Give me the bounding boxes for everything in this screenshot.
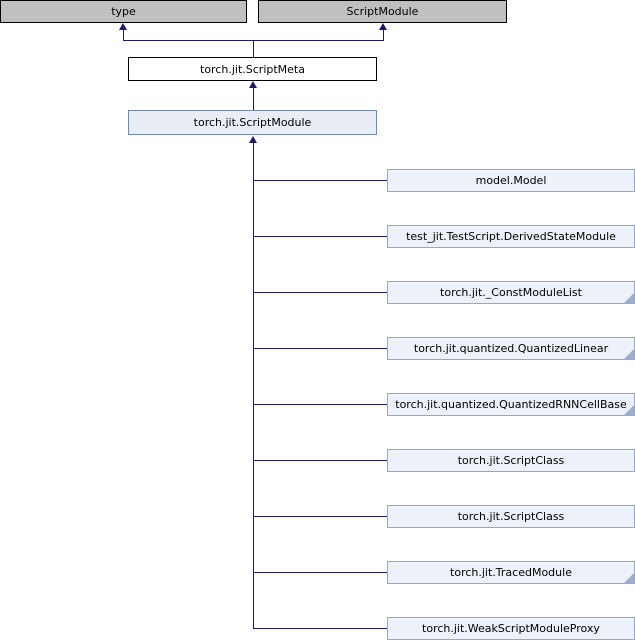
- inheritance-edge: [253, 236, 387, 237]
- derived-class-label: torch.jit._ConstModuleList: [440, 286, 582, 299]
- derived-class-label: torch.jit.quantized.QuantizedRNNCellBase: [395, 398, 627, 411]
- arrowhead-icon: [119, 23, 127, 30]
- base-class-node-type: type: [0, 0, 247, 23]
- inheritance-edge: [253, 292, 387, 293]
- inheritance-edge: [123, 28, 124, 41]
- class-label: torch.jit.ScriptMeta: [200, 62, 305, 76]
- derived-class-node[interactable]: torch.jit.TracedModule: [387, 561, 635, 584]
- inheritance-trunk-edge: [253, 141, 254, 629]
- class-node-scriptmeta[interactable]: torch.jit.ScriptMeta: [128, 57, 377, 81]
- derived-class-node[interactable]: torch.jit.quantized.QuantizedRNNCellBase: [387, 393, 635, 416]
- base-class-label: type: [111, 5, 136, 18]
- inheritance-edge: [253, 348, 387, 349]
- derived-class-label: torch.jit.quantized.QuantizedLinear: [413, 342, 609, 355]
- base-class-node-scriptmodule: ScriptModule: [258, 0, 507, 23]
- derived-class-node[interactable]: torch.jit.ScriptClass: [387, 505, 635, 528]
- folded-corner-icon: [624, 293, 634, 303]
- inheritance-edge: [253, 404, 387, 405]
- folded-corner-icon: [624, 349, 634, 359]
- inheritance-edge: [253, 628, 387, 629]
- inheritance-edge: [253, 86, 254, 110]
- derived-class-label: test_jit.TestScript.DerivedStateModule: [406, 230, 616, 243]
- inheritance-edge: [383, 28, 384, 41]
- base-class-label: ScriptModule: [346, 5, 419, 18]
- folded-corner-icon: [624, 573, 634, 583]
- inheritance-edge: [253, 180, 387, 181]
- derived-class-label: torch.jit.ScriptClass: [457, 510, 565, 523]
- derived-class-node[interactable]: torch.jit.ScriptClass: [387, 449, 635, 472]
- arrowhead-icon: [379, 23, 387, 30]
- derived-class-label: torch.jit.ScriptClass: [457, 454, 565, 467]
- derived-class-node[interactable]: model.Model: [387, 169, 635, 192]
- derived-class-label: model.Model: [475, 174, 547, 187]
- derived-class-node[interactable]: torch.jit.quantized.QuantizedLinear: [387, 337, 635, 360]
- inheritance-edge: [253, 41, 254, 57]
- derived-class-label: torch.jit.WeakScriptModuleProxy: [422, 622, 600, 635]
- inheritance-edge: [123, 40, 384, 41]
- derived-class-node[interactable]: torch.jit._ConstModuleList: [387, 281, 635, 304]
- class-label: torch.jit.ScriptModule: [193, 116, 312, 129]
- folded-corner-icon: [624, 405, 634, 415]
- derived-class-node[interactable]: test_jit.TestScript.DerivedStateModule: [387, 225, 635, 248]
- derived-class-node[interactable]: torch.jit.WeakScriptModuleProxy: [387, 617, 635, 640]
- arrowhead-icon: [249, 136, 257, 143]
- inheritance-edge: [253, 516, 387, 517]
- derived-class-label: torch.jit.TracedModule: [450, 566, 572, 579]
- arrowhead-icon: [249, 81, 257, 88]
- inheritance-edge: [253, 460, 387, 461]
- inheritance-edge: [253, 572, 387, 573]
- current-class-node-scriptmodule: torch.jit.ScriptModule: [128, 110, 377, 135]
